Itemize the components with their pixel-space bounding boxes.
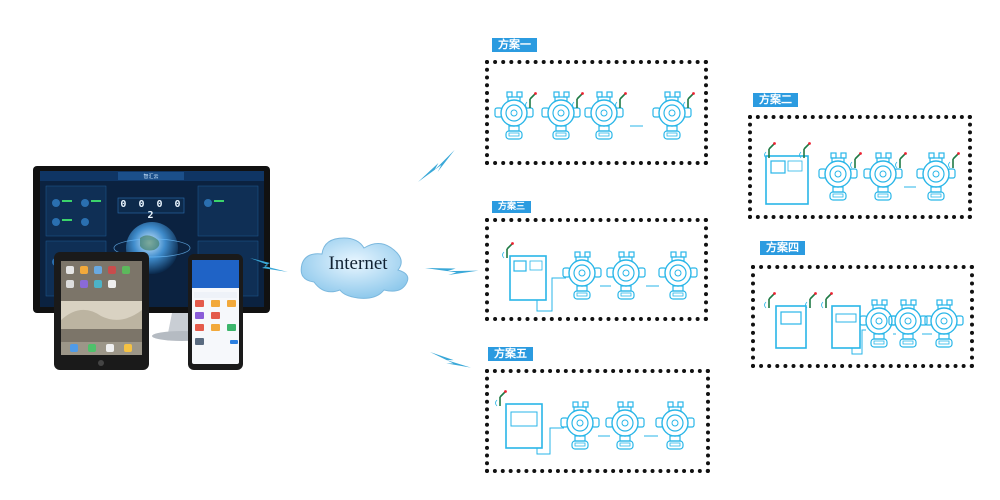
scheme-5-label: 方案五 [488,347,533,361]
tablet-device [54,252,149,370]
scheme-2-label: 方案二 [753,93,798,107]
signal-to-scheme-1 [412,149,461,182]
scheme-3-devices [501,241,698,312]
internet-cloud-label-wrap: Internet [303,234,413,294]
scheme-1-label: 方案一 [492,38,537,52]
scheme-5-panel [485,369,710,473]
scheme-2-panel [748,115,972,219]
scheme-4-label: 方案四 [760,241,805,255]
monitor-title: 智汇云 [143,174,159,180]
signal-devices-internet [250,258,288,272]
phone-device [188,254,243,370]
scheme-4-devices [763,291,964,355]
scheme-5-devices [494,389,695,455]
scheme-1-panel [485,60,708,165]
monitor-counter: 0 0 0 0 2 [120,199,184,221]
signal-to-scheme-5 [430,340,471,379]
scheme-3-label: 方案三 [492,201,532,213]
internet-label: Internet [328,253,388,274]
internet-cloud [300,237,409,299]
scheme-2-devices [763,141,961,205]
scheme-4-panel [751,265,974,368]
scheme-3-panel [485,218,708,321]
signal-to-scheme-3 [425,251,479,287]
scheme-1-devices [494,91,696,140]
